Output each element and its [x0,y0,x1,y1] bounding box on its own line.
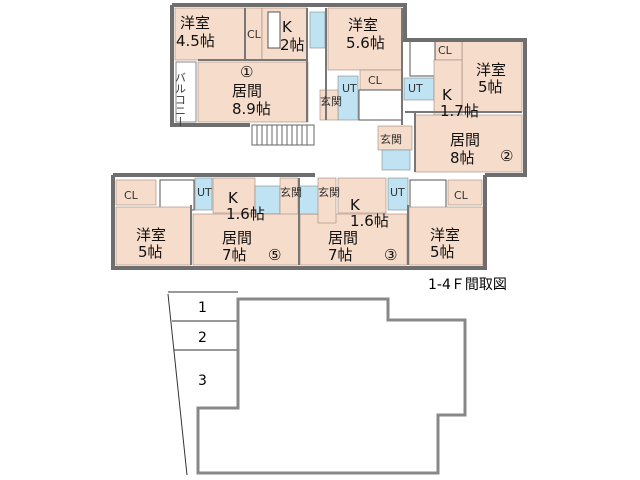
unit5-kitchen-label: K [228,189,239,207]
unit1-living-label: 居間 [232,82,262,100]
unit5-utility: UT [197,186,212,199]
unit3-kitchen-size: 1.6帖 [350,212,389,230]
unit2-living-label: 居間 [450,131,480,149]
key-floor-2: 2 [198,330,207,346]
unit1-number: ① [240,63,253,81]
unit5-western-label: 洋室 [136,226,166,244]
unit3-western-label: 洋室 [430,226,460,244]
unit-2-area [377,39,523,173]
unit3-closet: CL [454,189,469,202]
unit1-closet: CL [247,28,262,41]
shared-unit-area [319,7,403,121]
unit5-living-size: 7帖 [222,246,247,264]
unit2-entrance: 玄関 [380,132,402,146]
unit2-living-size: 8帖 [450,149,475,167]
unit2-western-size: 5帖 [478,78,503,96]
unit5-closet: CL [124,189,139,202]
shared-utility: UT [342,82,357,95]
unit2-closet: CL [438,44,453,57]
unit1-western-size: 4.5帖 [176,32,215,50]
key-plan [167,291,467,476]
stairs [251,124,315,146]
unit3-entrance: 玄関 [318,185,340,199]
unit2-number: ② [500,147,513,165]
unit5-number: ⑤ [268,246,281,264]
unit1-balcony: バルコニー [174,72,187,127]
unit3-utility: UT [390,186,405,199]
plan-title: 1-4Ｆ間取図 [428,277,507,293]
shared-western-size: 5.6帖 [346,34,385,52]
key-floor-1: 1 [198,300,207,316]
unit1-kitchen-size: 2帖 [280,36,305,54]
toilet-unit-top [309,11,326,49]
unit3-number: ③ [384,246,397,264]
unit1-western-label: 洋室 [180,14,210,32]
unit5-entrance: 玄関 [280,185,302,199]
unit-1-area [174,7,309,123]
unit5-kitchen-size: 1.6帖 [226,205,265,223]
unit1-living-size: 8.9帖 [232,100,271,118]
shared-closet: CL [368,74,383,87]
unit2-utility: UT [408,82,423,95]
unit3-western-size: 5帖 [430,243,455,261]
shared-western-label: 洋室 [348,16,378,34]
unit5-western-size: 5帖 [138,243,163,261]
unit3-kitchen-label: K [350,196,361,214]
unit-5-area [115,177,300,266]
unit2-kitchen-label: K [442,86,453,104]
unit2-western-label: 洋室 [476,61,506,79]
unit3-living-label: 居間 [328,229,358,247]
key-floor-3: 3 [198,373,207,389]
unit5-living-label: 居間 [222,229,252,247]
unit3-living-size: 7帖 [328,246,353,264]
unit2-kitchen-size: 1.7帖 [440,102,479,120]
unit-3-area [298,177,484,266]
shared-entrance: 玄関 [320,94,342,108]
unit1-kitchen-label: K [282,18,293,36]
